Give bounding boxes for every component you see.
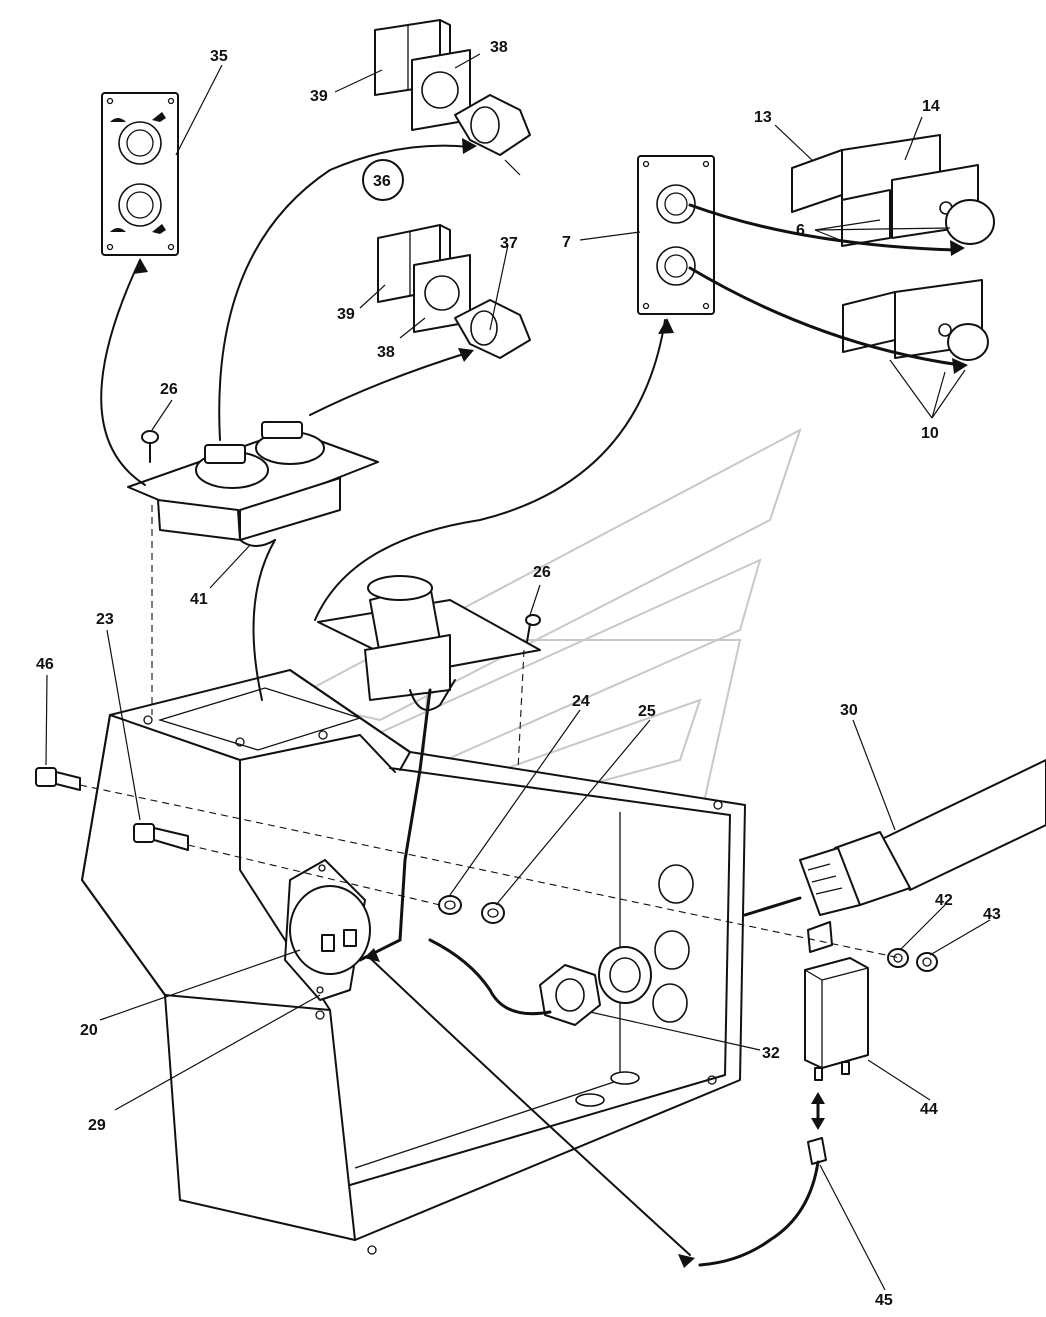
label-20: 20: [80, 1022, 98, 1039]
switch-plate-35[interactable]: [101, 92, 179, 256]
label-10: 10: [921, 425, 939, 442]
wiring: [100, 144, 962, 1256]
leader-lines: [45, 53, 991, 1291]
label-36: 36: [373, 173, 391, 190]
gland-nut-32[interactable]: [539, 946, 652, 1026]
screw-26-right[interactable]: [525, 614, 541, 649]
label-32: 32: [762, 1045, 780, 1062]
label-46: 46: [36, 656, 54, 673]
bolt-23[interactable]: [133, 823, 189, 851]
label-44: 44: [920, 1101, 938, 1118]
washer-42[interactable]: [887, 948, 909, 968]
label-23: 23: [96, 611, 114, 628]
socket-20[interactable]: [284, 859, 371, 1001]
arrowheads: [133, 138, 968, 1268]
label-35: 35: [210, 48, 228, 65]
label-37: 37: [500, 235, 518, 252]
label-26-left: 26: [160, 381, 178, 398]
control-housing: [81, 669, 746, 1255]
label-45: 45: [875, 1292, 893, 1309]
label-26-right: 26: [533, 564, 551, 581]
washer-24[interactable]: [438, 895, 462, 915]
cable-30[interactable]: [799, 759, 1046, 916]
callout-circle-36: [362, 159, 404, 201]
label-42: 42: [935, 892, 953, 909]
label-29: 29: [88, 1117, 106, 1134]
nut-43[interactable]: [916, 952, 938, 972]
switch-assembly-13-14[interactable]: [791, 134, 995, 247]
connector-45[interactable]: [698, 1137, 827, 1267]
nut-25[interactable]: [481, 902, 505, 924]
label-39-upper: 39: [310, 88, 328, 105]
label-41: 41: [190, 591, 208, 608]
mushroom-switch-assembly[interactable]: [317, 575, 541, 701]
part-labels: 35 39 38 36 37 39 38 7 13 14 6 10 26 41 …: [36, 39, 1001, 1309]
key-switch-panel-41[interactable]: [127, 421, 379, 547]
label-6: 6: [796, 222, 805, 239]
button-plate-7[interactable]: [637, 155, 715, 315]
assembly-lines: [79, 505, 901, 959]
label-25: 25: [638, 703, 656, 720]
lock-housing-38-upper[interactable]: [411, 49, 531, 156]
label-24: 24: [572, 693, 590, 710]
label-43: 43: [983, 906, 1001, 923]
screw-26-left[interactable]: [141, 430, 159, 463]
label-39-lower: 39: [337, 306, 355, 323]
label-7: 7: [562, 234, 571, 251]
label-14: 14: [922, 98, 940, 115]
switch-assembly-10[interactable]: [842, 279, 989, 361]
label-30: 30: [840, 702, 858, 719]
lock-housing-38-lower[interactable]: [413, 254, 531, 359]
bolt-46[interactable]: [35, 767, 81, 791]
label-38-upper: 38: [490, 39, 508, 56]
relay-44[interactable]: [804, 921, 869, 1081]
label-13: 13: [754, 109, 772, 126]
label-38-lower: 38: [377, 344, 395, 361]
